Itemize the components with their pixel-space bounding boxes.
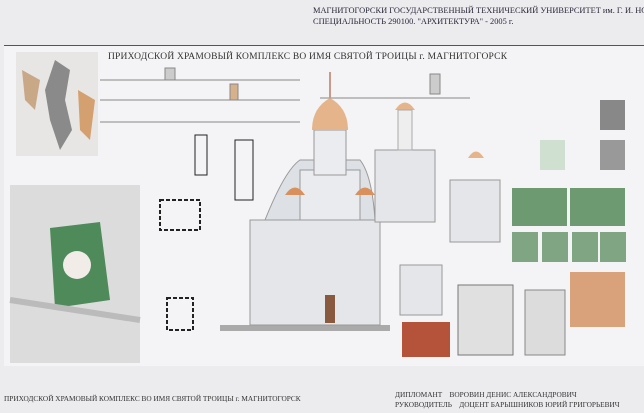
- main-church-elevation: [220, 72, 390, 331]
- footer-project-title: ПРИХОДСКОЙ ХРАМОВЫЙ КОМПЛЕКС ВО ИМЯ СВЯТ…: [4, 394, 301, 403]
- site-plan: [9, 185, 141, 363]
- university-name: МАГНИТОГОРСКИ ГОСУДАРСТВЕННЫЙ ТЕХНИЧЕСКИ…: [313, 6, 644, 15]
- render-thumbnails: [512, 100, 626, 327]
- floor-plans: [159, 134, 254, 331]
- specialty: СПЕЦИАЛЬНОСТЬ 290100. "АРХИТЕКТУРА" - 20…: [313, 17, 514, 26]
- panorama-elevations: [100, 67, 470, 123]
- supervisor: РУКОВОДИТЕЛЬ ДОЦЕНТ БАРЫШНИКОВ ЮРИЙ ГРИГ…: [395, 400, 620, 409]
- header-text: МАГНИТОГОРСКИ ГОСУДАРСТВЕННЫЙ ТЕХНИЧЕСКИ…: [313, 5, 644, 27]
- footer-credits: ДИПЛОМАНТ ВОРОВИН ДЕНИС АЛЕКСАНДРОВИЧ РУ…: [395, 390, 620, 410]
- church-perspectives: [374, 102, 566, 357]
- poster-title: ПРИХОДСКОЙ ХРАМОВЫЙ КОМПЛЕКС ВО ИМЯ СВЯТ…: [108, 52, 508, 62]
- diplomant: ДИПЛОМАНТ ВОРОВИН ДЕНИС АЛЕКСАНДРОВИЧ: [395, 390, 577, 399]
- city-map: [16, 52, 98, 156]
